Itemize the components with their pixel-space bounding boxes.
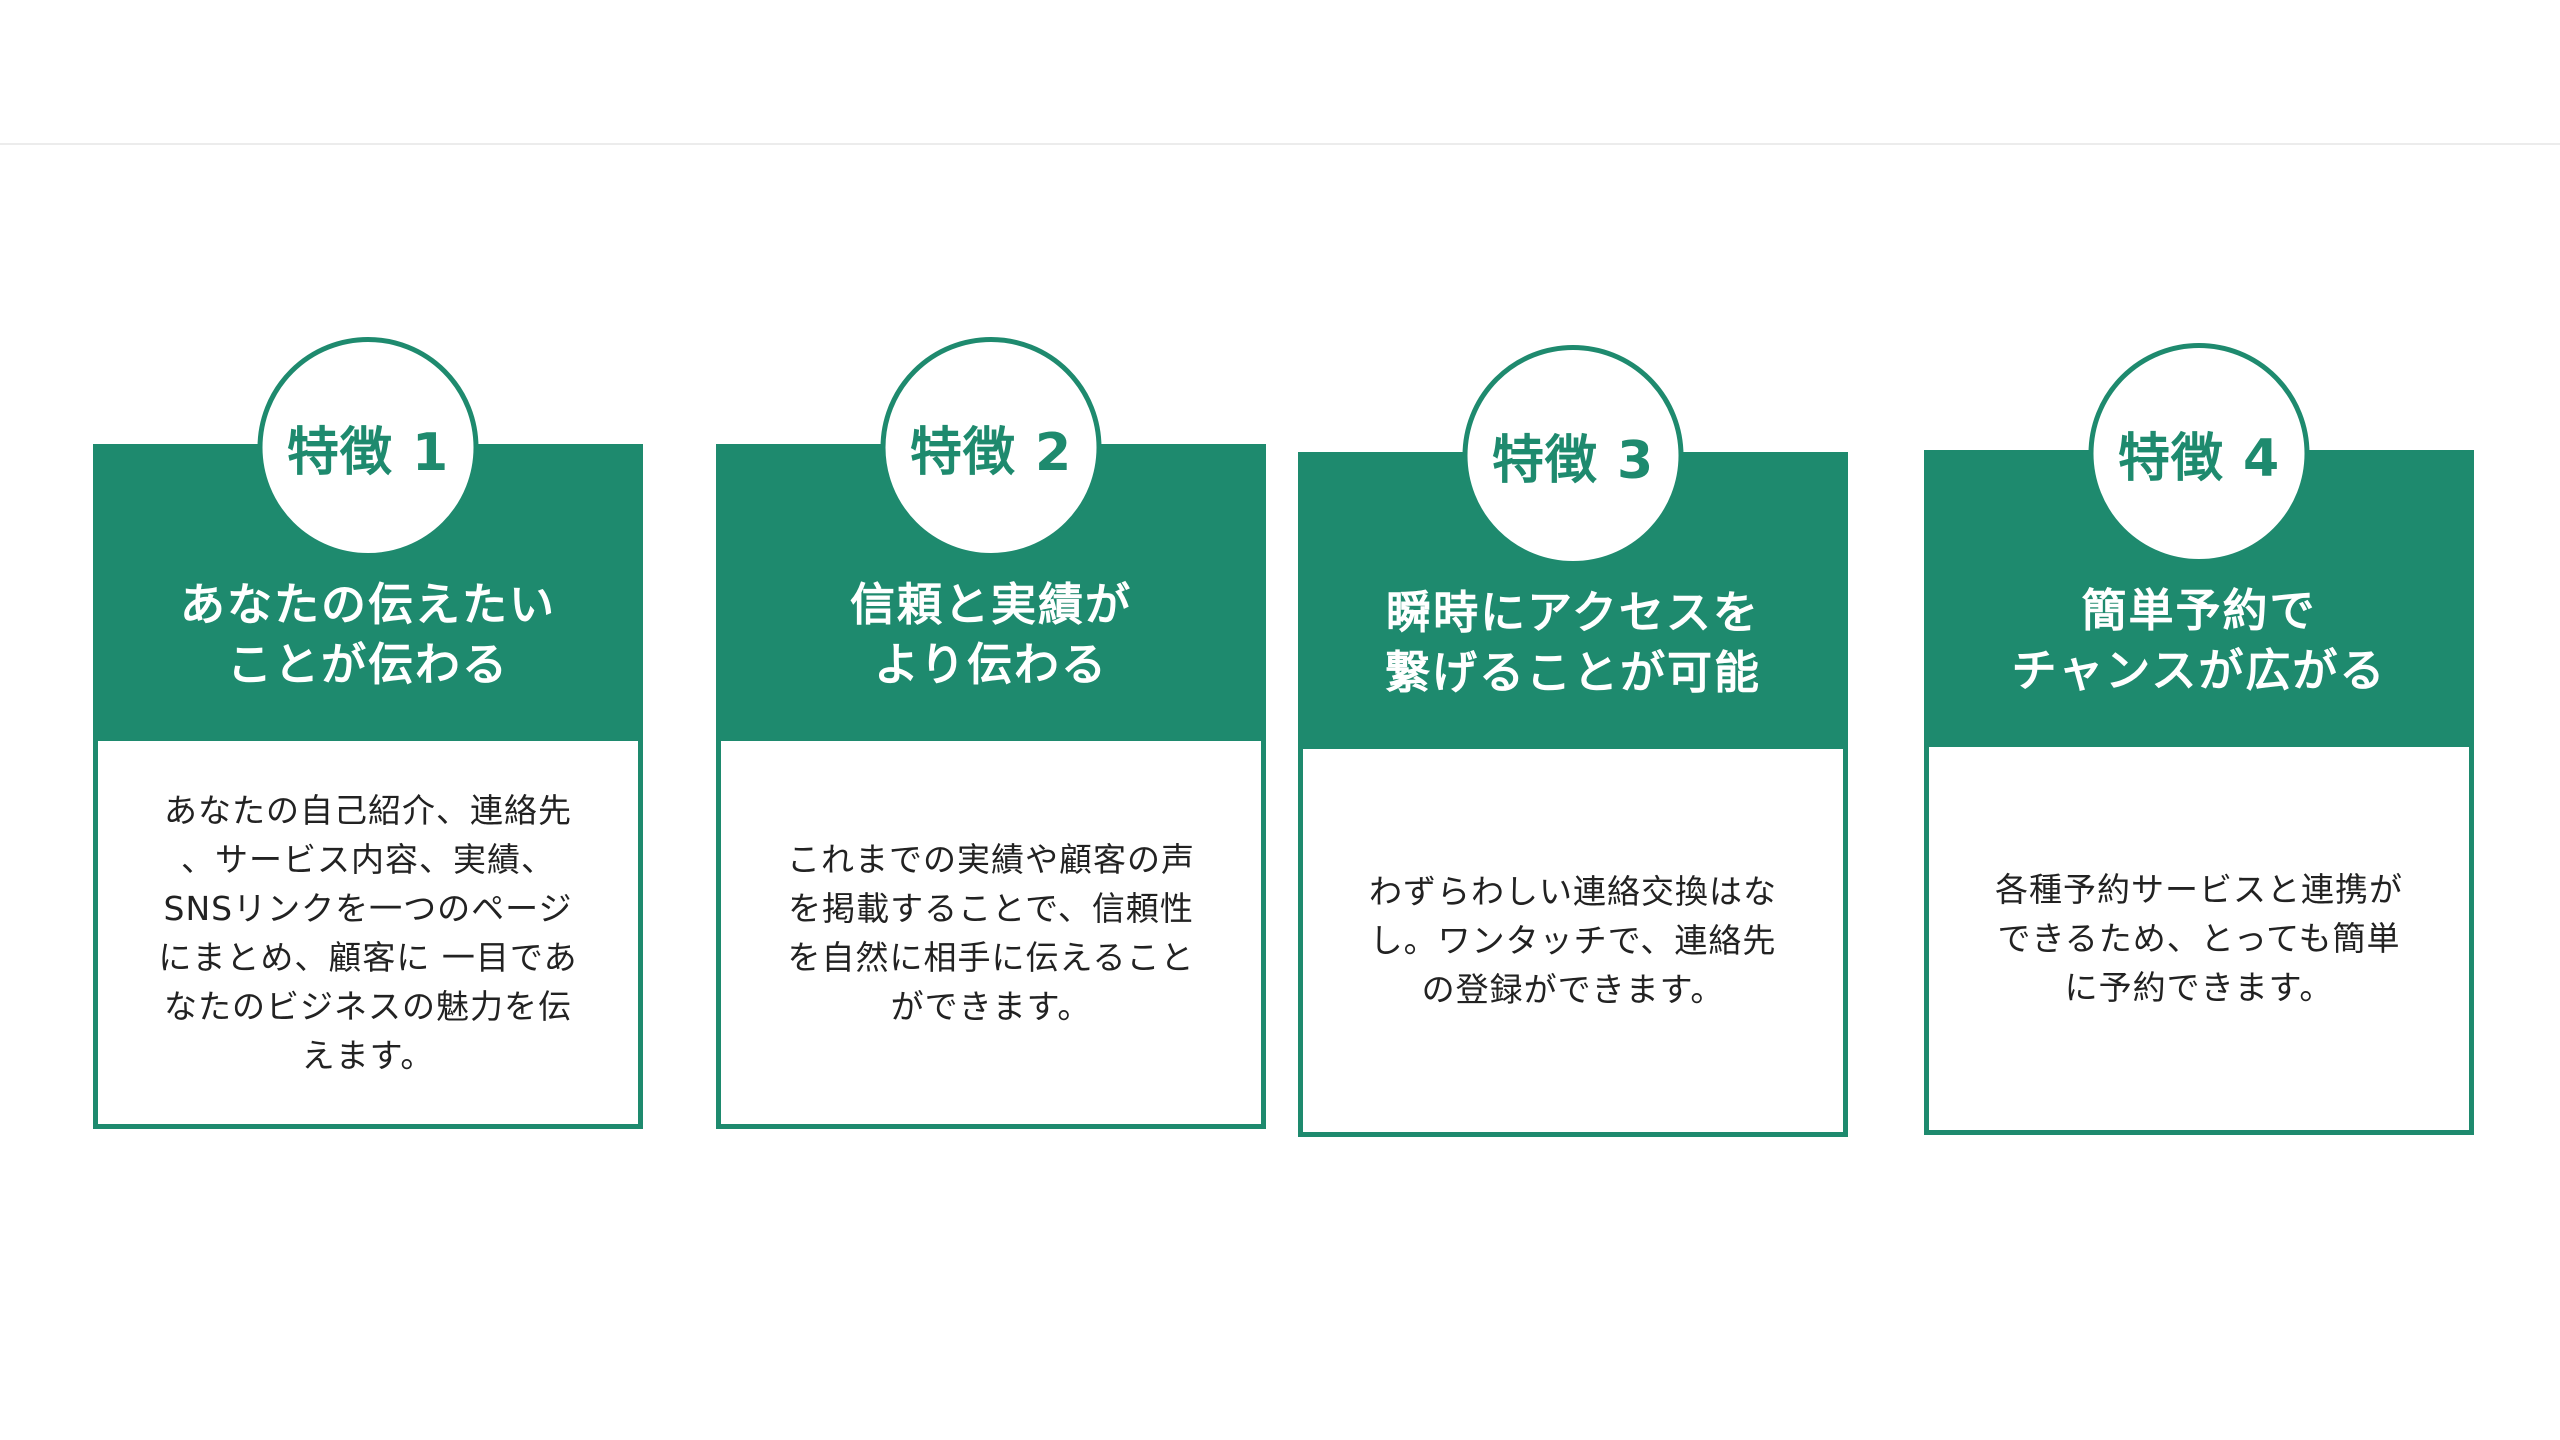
feature-card-header: 特徴 1 あなたの伝えたい ことが伝わる (98, 337, 638, 741)
feature-card-1: 特徴 1 あなたの伝えたい ことが伝わる あなたの自己紹介、連絡先 、サービス内… (93, 337, 643, 1129)
feature-title: あなたの伝えたい ことが伝わる (179, 578, 556, 691)
feature-card-body: これまでの実績や顧客の声 を掲載することで、信頼性 を自然に相手に伝えること が… (721, 741, 1261, 1124)
feature-description: わずらわしい連絡交換はな し。ワンタッチで、連絡先 の登録ができます。 (1369, 872, 1777, 1009)
feature-title: 簡単予約で チャンスが広がる (2011, 584, 2387, 697)
feature-card-body: あなたの自己紹介、連絡先 、サービス内容、実績、 SNSリンクを一つのページ に… (98, 741, 638, 1124)
feature-card-body: 各種予約サービスと連携が できるため、とっても簡単 に予約できます。 (1929, 747, 2469, 1130)
feature-description: これまでの実績や顧客の声 を掲載することで、信頼性 を自然に相手に伝えること が… (787, 839, 1195, 1026)
feature-title: 瞬時にアクセスを 繋げることが可能 (1384, 586, 1761, 699)
feature-card-3: 特徴 3 瞬時にアクセスを 繋げることが可能 わずらわしい連絡交換はな し。ワン… (1298, 345, 1848, 1137)
feature-card-4: 特徴 4 簡単予約で チャンスが広がる 各種予約サービスと連携が できるため、と… (1924, 343, 2474, 1135)
feature-badge: 特徴 2 (880, 337, 1102, 558)
feature-description: あなたの自己紹介、連絡先 、サービス内容、実績、 SNSリンクを一つのページ に… (158, 790, 578, 1075)
feature-card-header: 特徴 4 簡単予約で チャンスが広がる (1929, 343, 2469, 747)
feature-badge: 特徴 3 (1462, 345, 1684, 566)
feature-card-header: 特徴 3 瞬時にアクセスを 繋げることが可能 (1303, 345, 1843, 749)
feature-card-2: 特徴 2 信頼と実績が より伝わる これまでの実績や顧客の声 を掲載することで、… (716, 337, 1266, 1129)
feature-title: 信頼と実績が より伝わる (849, 578, 1132, 691)
top-divider (0, 143, 2560, 145)
feature-description: 各種予約サービスと連携が できるため、とっても簡単 に予約できます。 (1995, 870, 2403, 1007)
feature-card-body: わずらわしい連絡交換はな し。ワンタッチで、連絡先 の登録ができます。 (1303, 749, 1843, 1132)
feature-badge: 特徴 1 (257, 337, 479, 558)
feature-card-header: 特徴 2 信頼と実績が より伝わる (721, 337, 1261, 741)
feature-badge: 特徴 4 (2088, 343, 2310, 564)
